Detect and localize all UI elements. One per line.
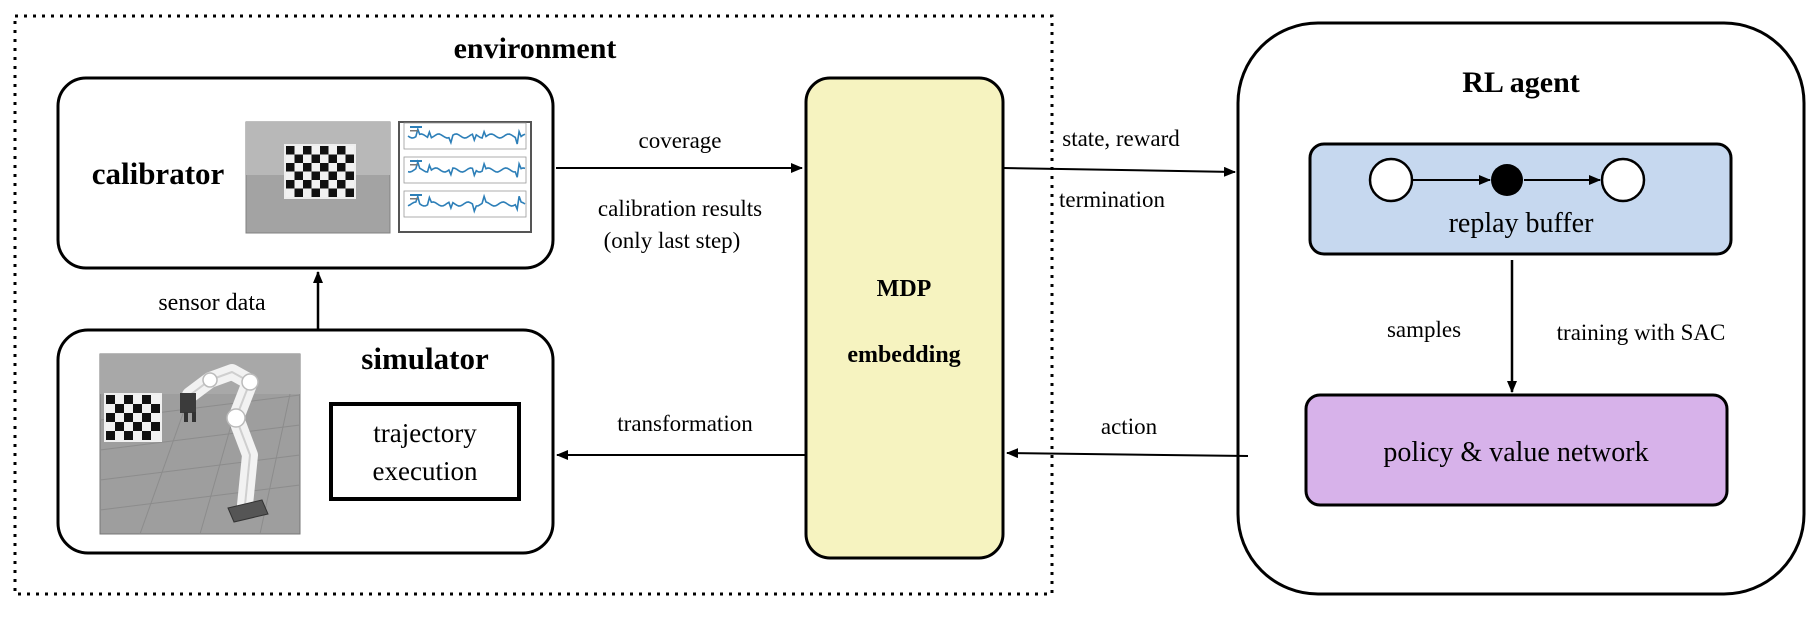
replay-buffer-label: replay buffer (1449, 208, 1595, 239)
buffer-node-left (1368, 157, 1414, 203)
calibration-results-label: calibration results (598, 196, 762, 221)
state-reward-label: state, reward (1062, 126, 1180, 151)
training-label: training with SAC (1557, 320, 1726, 345)
mdp-embedding-block: MDP embedding (804, 76, 1005, 560)
simulator-block: simulator (56, 328, 555, 555)
trajectory-execution-box (329, 402, 521, 501)
mdp-line2: embedding (847, 342, 960, 368)
buffer-node-middle (1491, 164, 1523, 196)
calibrator-label: calibrator (92, 156, 225, 191)
rl-agent-title: RL agent (1462, 66, 1580, 99)
robot-arm-icon (180, 364, 269, 523)
calibration-image (245, 121, 391, 234)
checkerboard-pattern (284, 144, 356, 199)
environment-boundary (13, 14, 1054, 596)
state-reward-arrow (1002, 166, 1236, 177)
simulator-scene-image (99, 353, 301, 535)
transformation-label: transformation (617, 411, 753, 436)
action-label: action (1101, 414, 1158, 439)
mdp-line1: MDP (877, 276, 932, 302)
environment-title: environment (454, 32, 617, 65)
calibration-plots-image (398, 121, 532, 233)
sensor-data-label: sensor data (158, 290, 266, 316)
rl-agent-block: RL agent replay buffer policy & value ne… (1236, 21, 1806, 596)
trajectory-line2: execution (373, 456, 478, 486)
buffer-node-right (1600, 157, 1646, 203)
mdp-embedding-box (804, 76, 1005, 560)
action-arrow (1006, 448, 1249, 459)
policy-network-label: policy & value network (1383, 437, 1648, 468)
coverage-label: coverage (639, 128, 722, 153)
simulator-label: simulator (361, 341, 489, 376)
rl-agent-box (1236, 21, 1806, 596)
calibrator-block: calibrator (56, 76, 555, 270)
trajectory-line1: trajectory (373, 418, 477, 448)
samples-label: samples (1387, 317, 1461, 342)
sim-checkerboard (104, 393, 162, 442)
policy-network-box (1304, 393, 1729, 507)
calibration-results-note: (only last step) (604, 228, 741, 253)
termination-label: termination (1059, 187, 1166, 212)
